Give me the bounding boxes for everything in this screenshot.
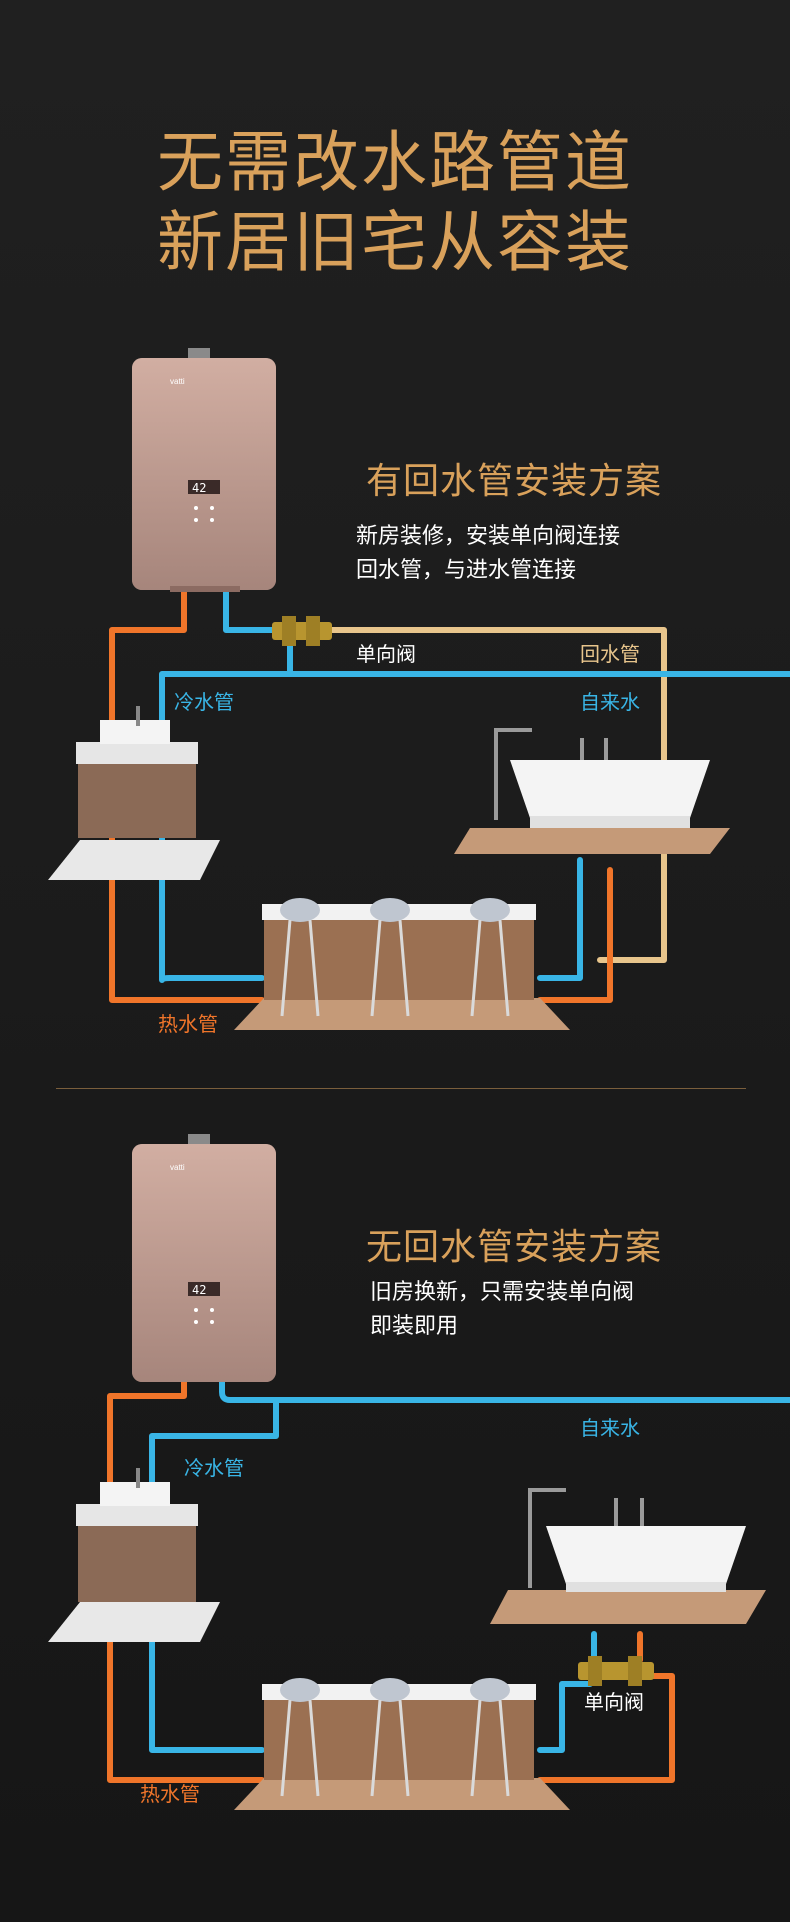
water-heater: vatti 42 <box>132 348 276 592</box>
water-heater: vatti 42 <box>132 1134 276 1382</box>
check-valve <box>272 616 332 646</box>
svg-text:vatti: vatti <box>170 1163 185 1172</box>
kitchen-island <box>234 898 570 1030</box>
section2-title: 无回水管安装方案 <box>366 1227 663 1268</box>
section2-description: 旧房换新，只需安装单向阀 即装即用 <box>370 1280 635 1339</box>
section1-valve-label: 单向阀 <box>356 642 416 666</box>
section1-tap-water-label: 自来水 <box>580 690 640 714</box>
section1-cold-pipe-label: 冷水管 <box>174 690 234 714</box>
tap-water-line <box>219 1377 790 1403</box>
section2-cold-pipe-label: 冷水管 <box>184 1456 244 1480</box>
sink-vanity <box>48 706 220 880</box>
cold-water-to-island-right <box>537 857 583 981</box>
sink-vanity <box>48 1468 220 1642</box>
heater-cold-inlet <box>223 587 275 633</box>
svg-text:42: 42 <box>192 1283 206 1297</box>
check-valve <box>578 1656 654 1686</box>
section2-valve-label: 单向阀 <box>584 1690 644 1714</box>
section1-return-pipe-label: 回水管 <box>580 642 640 666</box>
bathtub <box>490 1488 766 1624</box>
kitchen-island <box>234 1678 570 1810</box>
section1-description: 新房装修，安装单向阀连接 回水管，与进水管连接 <box>356 524 621 583</box>
hero-title-line2: 新居旧宅从容装 <box>157 204 633 281</box>
section2-tap-water-label: 自来水 <box>580 1416 640 1440</box>
hot-water-to-bath <box>537 867 613 1003</box>
hot-water-pipe <box>109 587 265 1003</box>
svg-text:42: 42 <box>192 481 206 495</box>
cold-water-pipe <box>149 1397 279 1753</box>
section2-diagram: vatti 42 <box>48 1134 790 1810</box>
section-divider <box>56 1088 746 1089</box>
svg-text:vatti: vatti <box>170 377 185 386</box>
hot-water-pipe <box>107 1379 265 1783</box>
cold-water-main <box>159 671 790 983</box>
hero-title-line1: 无需改水路管道 <box>157 124 633 201</box>
section1-diagram: vatti 42 <box>48 348 790 1030</box>
section2-hot-pipe-label: 热水管 <box>140 1782 200 1806</box>
section1-hot-pipe-label: 热水管 <box>158 1012 218 1036</box>
section1-title: 有回水管安装方案 <box>366 461 663 502</box>
bathtub <box>454 728 730 854</box>
cold-water-from-valve <box>537 1681 593 1753</box>
